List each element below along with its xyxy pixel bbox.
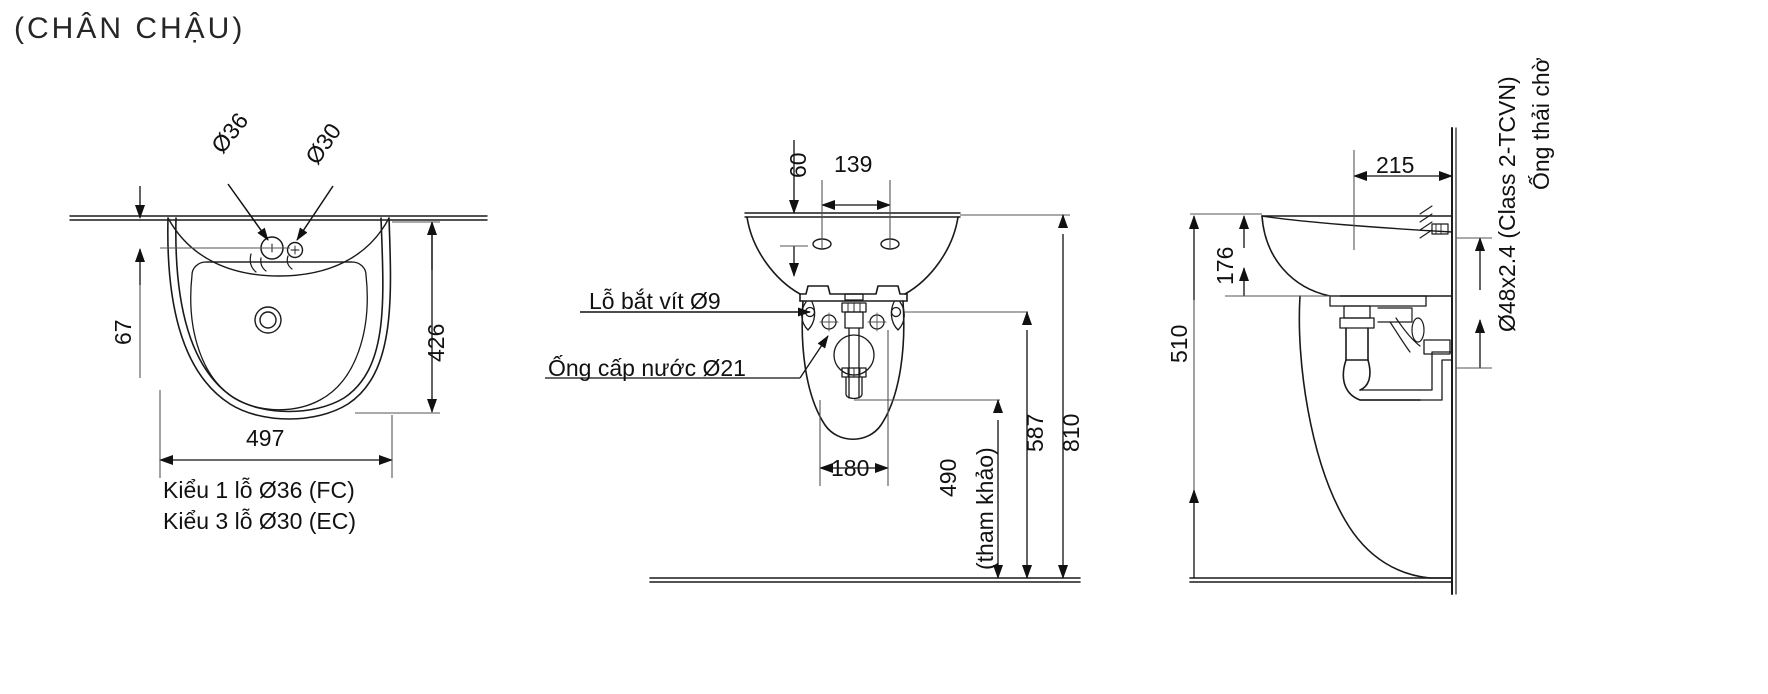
note-reference: (tham khảo) [972,447,998,570]
page-title: (CHÂN CHẬU) [14,12,246,45]
side-dimension-lines [1189,150,1492,578]
front-view-geometry [649,212,1081,583]
dimension-497: 497 [246,425,285,451]
dimension-176: 176 [1212,246,1238,285]
dimension-490: 490 [935,458,961,497]
dimension-60: 60 [785,152,811,178]
caption-type-fc: Kiểu 1 lỗ Ø36 (FC) [163,477,355,503]
dimension-180: 180 [831,455,870,481]
plan-dimension-lines [135,186,440,478]
dimension-510: 510 [1166,324,1192,363]
dimension-67: 67 [110,319,136,345]
dimension-426: 426 [423,323,449,362]
side-view-geometry [1189,127,1457,595]
dimension-587: 587 [1022,413,1048,452]
caption-type-ec: Kiểu 3 lỗ Ø30 (EC) [163,508,357,534]
front-dimension-lines [545,140,1070,579]
note-water-supply: Ống cấp nước Ø21 [548,355,746,381]
dimension-139: 139 [834,151,873,177]
note-waste-outlet: Ống thải chờ [1528,57,1554,190]
note-drain-pipe-spec: Ø48x2.4 (Class 2-TCVN) [1494,76,1520,332]
plan-view-geometry [69,215,488,420]
dimension-810: 810 [1058,413,1084,452]
note-screw-hole: Lỗ bắt vít Ø9 [589,288,721,314]
dimension-215: 215 [1376,152,1415,178]
plan-callout-leaders [227,183,334,241]
